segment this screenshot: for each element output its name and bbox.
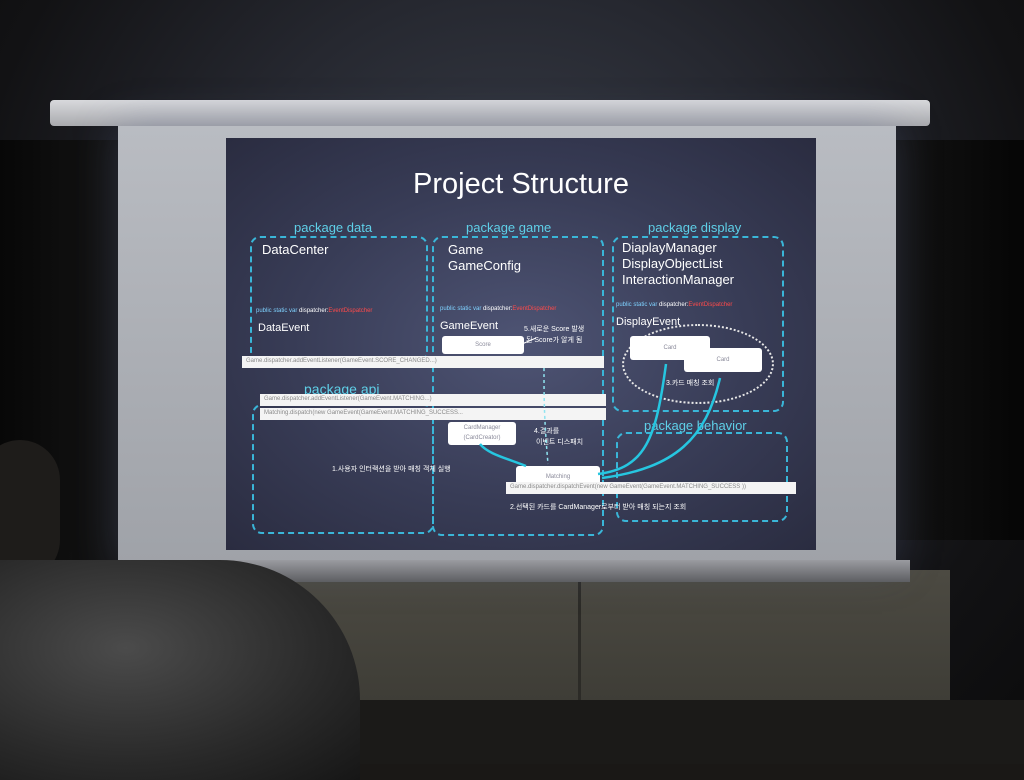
- annotation-step4-line2: 이벤트 디스패치: [536, 439, 584, 446]
- display-dispatcher-type: EventDispatcher: [688, 302, 733, 308]
- annotation-step2: 2.선택된 카드를 CardManager로부터 받아 매칭 되는지 조회: [510, 504, 687, 511]
- package-game-label: package game: [466, 220, 552, 235]
- right-curtain: [874, 140, 1024, 540]
- data-dispatcher-type: EventDispatcher: [328, 308, 373, 314]
- annotation-step5-line2: 된 Score가 알게 됨: [526, 337, 583, 344]
- arrow-matching-to-card-a: [597, 363, 668, 476]
- display-dispatcher-name: dispatcher:: [659, 302, 689, 308]
- class-interactionmanager: InteractionManager: [622, 272, 735, 287]
- annotation-step5-line1: 5.새로운 Score 발생: [524, 326, 585, 333]
- data-dispatcher-name: dispatcher:: [299, 308, 329, 314]
- projected-slide: Project Structure package data package g…: [226, 138, 816, 550]
- class-diaplaymanager: DiaplayManager: [622, 240, 717, 255]
- code-bar-matching-success: Game.dispatcher.dispatchEvent(new GameEv…: [506, 482, 796, 494]
- data-dispatcher-prefix: public static var: [256, 308, 298, 314]
- card-selection-ellipse: [622, 324, 774, 404]
- data-dispatcher-declaration: public static var dispatcher:EventDispat…: [256, 308, 372, 314]
- annotation-step1: 1.사용자 인터랙션을 받아 매칭 객체 실행: [332, 466, 451, 473]
- arrow-score-label: [521, 337, 537, 345]
- display-dispatcher-prefix: public static var: [616, 302, 658, 308]
- game-dispatcher-name: dispatcher:: [483, 306, 513, 312]
- package-game-box: [432, 236, 604, 536]
- game-dispatcher-prefix: public static var: [440, 306, 482, 312]
- projector-screen-bottom-bar: [110, 560, 910, 582]
- package-display-box: [612, 236, 784, 412]
- package-behavior-box: [616, 432, 788, 522]
- game-dispatcher-declaration: public static var dispatcher:EventDispat…: [440, 306, 556, 312]
- game-dispatcher-type: EventDispatcher: [512, 306, 557, 312]
- arrow-matching-to-cardmanager: [479, 443, 527, 468]
- arrow-matching-to-card-b: [601, 377, 722, 480]
- class-displayobjectlist: DisplayObjectList: [622, 256, 723, 271]
- slide-title: Project Structure: [413, 168, 629, 200]
- annotation-step3: 3.카드 매칭 조회: [666, 380, 715, 387]
- package-display-label: package display: [648, 220, 742, 235]
- package-api-label: package api: [304, 381, 380, 397]
- code-bar-matching-dispatch: Matching.dispatch(new GameEvent(GameEven…: [260, 408, 606, 420]
- card-node-b: Card: [684, 348, 762, 372]
- class-datacenter: DataCenter: [262, 242, 329, 257]
- code-bar-score-listener: Game.dispatcher.addEventListener(GameEve…: [242, 356, 604, 368]
- arrow-score-dotted: [543, 367, 549, 465]
- class-game: Game: [448, 242, 484, 257]
- class-dataevent: DataEvent: [258, 322, 310, 334]
- wall-seam: [578, 570, 581, 740]
- projector-screen-housing: [50, 100, 930, 126]
- class-gameevent: GameEvent: [440, 320, 499, 332]
- flow-arrows: [479, 337, 722, 480]
- audience-member-head: [0, 440, 60, 580]
- audience-member-shoulder: [0, 560, 360, 780]
- display-dispatcher-declaration: public static var dispatcher:EventDispat…: [616, 302, 732, 308]
- class-displayevent: DisplayEvent: [616, 316, 681, 328]
- card-manager-node: CardManager (CardCreator): [448, 422, 516, 445]
- package-behavior-label: package behavior: [644, 418, 747, 433]
- package-data-label: package data: [294, 220, 373, 235]
- score-node: Score: [442, 336, 524, 354]
- class-gameconfig: GameConfig: [448, 258, 521, 273]
- annotation-step4-line1: 4.결과를: [534, 428, 560, 435]
- code-bar-matching-listener: Game.dispatcher.addEventListener(GameEve…: [260, 394, 606, 406]
